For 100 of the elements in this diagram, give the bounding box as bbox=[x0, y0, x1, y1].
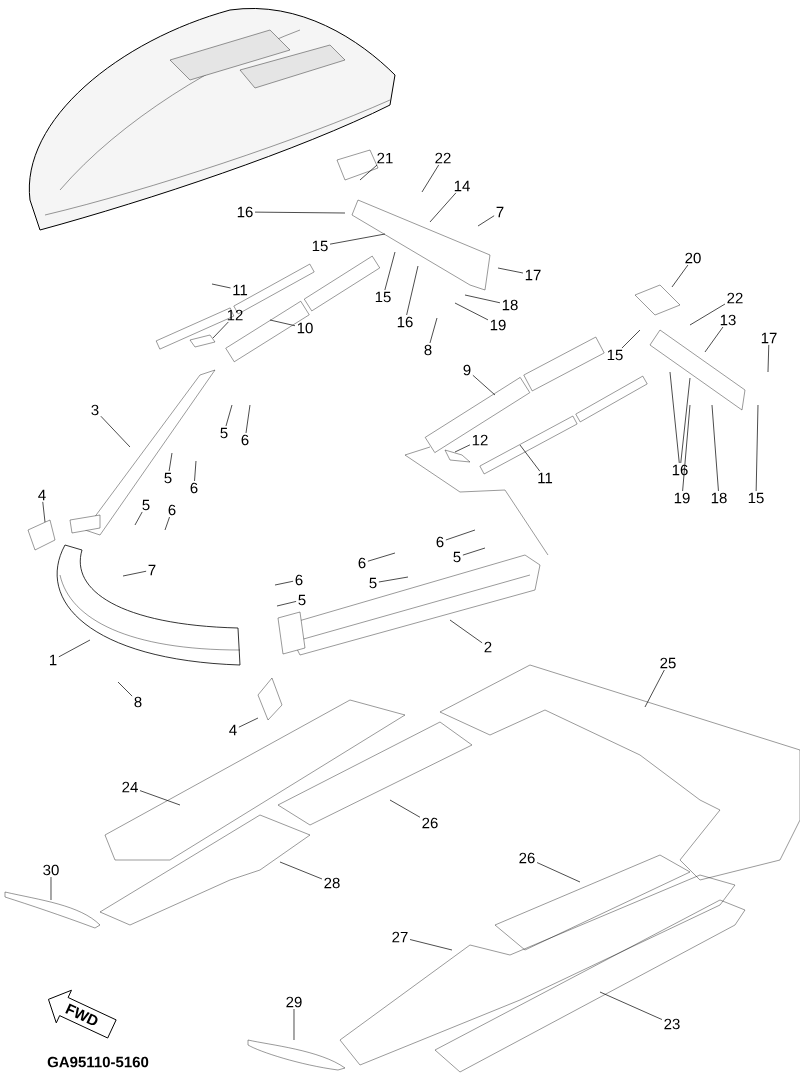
leader-line bbox=[464, 294, 501, 304]
callout-number: 5 bbox=[164, 472, 172, 484]
callout-number: 6 bbox=[436, 536, 444, 548]
callout-number: 15 bbox=[312, 240, 328, 252]
callout-number: 10 bbox=[297, 322, 313, 334]
callout-number: 15 bbox=[607, 349, 623, 361]
leader-line bbox=[644, 669, 665, 708]
callout-number: 5 bbox=[369, 577, 377, 589]
callout-number: 8 bbox=[424, 344, 432, 356]
callout-number: 5 bbox=[298, 594, 306, 606]
callout-number: 16 bbox=[672, 464, 688, 476]
callout-number: 6 bbox=[168, 504, 176, 516]
leader-line bbox=[269, 319, 296, 327]
leader-line bbox=[384, 251, 396, 291]
callout-number: 4 bbox=[229, 724, 237, 736]
callout-number: 8 bbox=[134, 696, 142, 708]
leader-line bbox=[429, 317, 438, 344]
leader-line bbox=[245, 404, 251, 434]
callout-number: 2 bbox=[484, 641, 492, 653]
callout-number: 30 bbox=[43, 864, 59, 876]
leader-line bbox=[139, 790, 181, 806]
callout-number: 6 bbox=[295, 574, 303, 586]
leader-line bbox=[536, 862, 581, 883]
callout-number: 14 bbox=[454, 180, 470, 192]
leader-line bbox=[449, 619, 483, 644]
callout-number: 6 bbox=[358, 557, 366, 569]
leader-line bbox=[211, 283, 231, 289]
leader-line bbox=[669, 371, 680, 464]
callout-number: 1 bbox=[49, 654, 57, 666]
drawing-code: GA95110-5160 bbox=[47, 1056, 149, 1068]
leader-line bbox=[367, 552, 396, 562]
callout-number: 24 bbox=[122, 781, 138, 793]
callout-number: 21 bbox=[377, 152, 393, 164]
callout-number: 25 bbox=[660, 657, 676, 669]
callout-number: 16 bbox=[397, 316, 413, 328]
callout-number: 15 bbox=[748, 492, 764, 504]
leader-line bbox=[755, 404, 759, 492]
callout-number: 26 bbox=[422, 817, 438, 829]
leader-line bbox=[689, 303, 726, 326]
callout-number: 7 bbox=[496, 206, 504, 218]
leader-line bbox=[519, 444, 541, 472]
leader-line bbox=[704, 326, 724, 353]
callout-number: 19 bbox=[674, 492, 690, 504]
callout-number: 23 bbox=[664, 1018, 680, 1030]
leader-line bbox=[274, 580, 294, 586]
leader-line bbox=[225, 404, 233, 427]
callout-number: 12 bbox=[472, 434, 488, 446]
leader-line bbox=[276, 601, 297, 607]
direction-label: FWD bbox=[65, 1003, 98, 1026]
leader-line bbox=[445, 529, 476, 541]
callout-number: 28 bbox=[324, 877, 340, 889]
callout-number: 9 bbox=[463, 364, 471, 376]
leader-line bbox=[194, 460, 197, 482]
callout-number: 7 bbox=[148, 564, 156, 576]
callout-number: 17 bbox=[525, 269, 541, 281]
leader-line bbox=[378, 576, 409, 583]
callout-number: 18 bbox=[711, 492, 727, 504]
callout-number: 13 bbox=[720, 314, 736, 326]
callout-number: 17 bbox=[761, 332, 777, 344]
leader-line bbox=[477, 215, 495, 227]
leader-line bbox=[421, 164, 440, 193]
callout-number: 11 bbox=[538, 472, 553, 484]
callout-number: 12 bbox=[227, 309, 243, 321]
leader-line bbox=[497, 267, 524, 274]
callout-number: 16 bbox=[237, 206, 253, 218]
leader-line bbox=[122, 570, 147, 577]
callout-number: 19 bbox=[490, 319, 506, 331]
leader-line bbox=[711, 404, 719, 492]
leader-line bbox=[599, 991, 663, 1020]
callout-number: 29 bbox=[286, 996, 302, 1008]
leader-line bbox=[462, 547, 486, 556]
callout-number: 5 bbox=[142, 499, 150, 511]
leader-line bbox=[134, 511, 143, 526]
leader-line bbox=[279, 861, 323, 880]
leader-line bbox=[164, 516, 170, 531]
callout-number: 4 bbox=[38, 489, 46, 501]
leader-line bbox=[682, 404, 691, 492]
leader-line bbox=[359, 164, 378, 181]
leader-line bbox=[100, 415, 131, 448]
leader-line bbox=[58, 639, 91, 658]
callout-number: 5 bbox=[220, 427, 228, 439]
leader-line bbox=[409, 939, 453, 951]
callout-number: 26 bbox=[519, 852, 535, 864]
leader-line bbox=[168, 452, 173, 472]
leader-line bbox=[238, 717, 259, 728]
leader-line bbox=[406, 265, 419, 316]
callout-number: 22 bbox=[727, 292, 743, 304]
leader-line bbox=[671, 264, 689, 288]
leader-line bbox=[621, 329, 641, 349]
leader-line bbox=[429, 192, 457, 223]
leader-line bbox=[472, 374, 496, 396]
leader-line bbox=[680, 377, 691, 464]
leader-line bbox=[50, 876, 52, 901]
leader-line bbox=[212, 321, 229, 339]
leader-line bbox=[42, 501, 46, 523]
leader-line bbox=[767, 344, 770, 373]
callout-number: 3 bbox=[91, 404, 99, 416]
leader-line bbox=[329, 233, 386, 245]
callout-number: 6 bbox=[241, 434, 249, 446]
callout-number: 11 bbox=[233, 284, 248, 296]
